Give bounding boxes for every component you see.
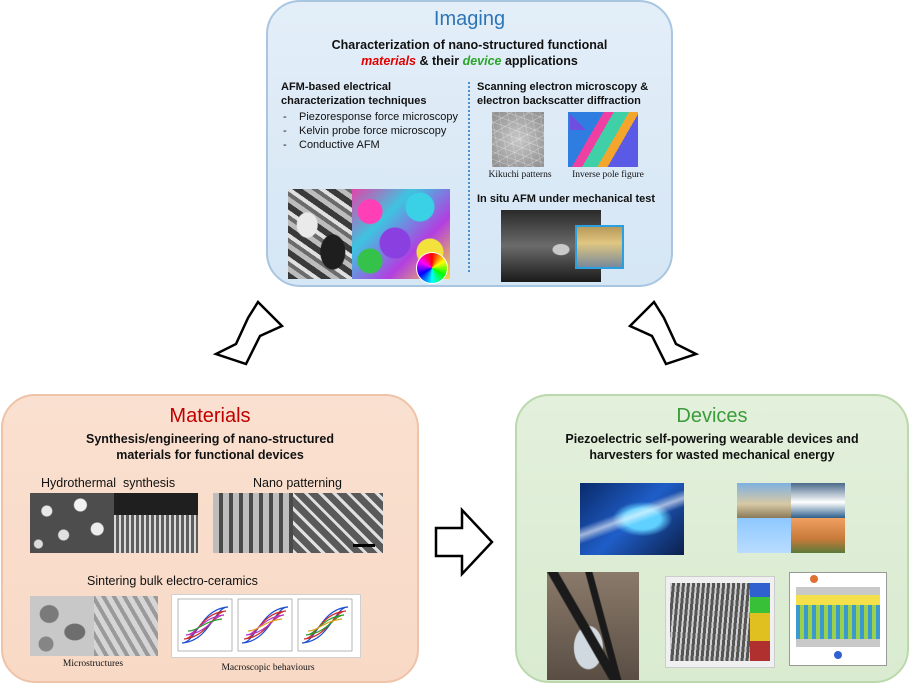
materials-panel: Materials Synthesis/engineering of nano-… — [1, 394, 419, 683]
arrow-right-icon — [434, 506, 494, 578]
color-wheel-legend-icon — [416, 252, 448, 284]
insitu-afm-heading: In situ AFM under mechanical test — [477, 193, 656, 205]
subtitle-applications: applications — [501, 54, 578, 68]
energy-sources-collage-image — [737, 483, 845, 553]
devices-panel: Devices Piezoelectric self-powering wear… — [515, 394, 909, 683]
sem-ebsd-heading: Scanning electron microscopy & electron … — [477, 81, 649, 107]
materials-word: materials — [361, 54, 417, 68]
afm-item-pfm: Piezoresponse force microscopy — [281, 110, 466, 124]
afm-item-kpfm: Kelvin probe force microscopy — [281, 124, 466, 138]
device-structure-schematic-image — [789, 572, 887, 666]
microstructure-image-1 — [30, 596, 94, 656]
hysteresis-loops-svg — [177, 598, 353, 652]
afm-heading: AFM-based electrical characterization te… — [281, 81, 427, 107]
macroscopic-behaviours-caption: Macroscopic behaviours — [221, 663, 315, 673]
arrow-down-left-icon — [212, 300, 285, 366]
imaging-panel: Imaging Characterization of nano-structu… — [266, 0, 673, 287]
imaging-subtitle-line1: Characterization of nano-structured func… — [331, 38, 608, 52]
imaging-title: Imaging — [433, 8, 506, 30]
insitu-afm-inset-image — [575, 225, 624, 269]
nano-patterning-label: Nano patterning — [253, 476, 342, 490]
afm-item-cafm: Conductive AFM — [281, 138, 466, 152]
nano-patterning-pillars-image — [213, 493, 293, 553]
nanowire-sem-crosssection-image — [665, 576, 775, 668]
arrow-down-right-icon — [627, 300, 700, 366]
nano-patterning-pyramids-image — [293, 493, 383, 553]
ipf-caption: Inverse pole figure — [572, 170, 644, 180]
flexible-device-photo-image — [547, 572, 639, 680]
hydrothermal-label: Hydrothermal synthesis — [41, 476, 176, 490]
materials-subtitle-line2: materials for functional devices — [116, 448, 304, 462]
microstructure-image-2 — [94, 596, 158, 656]
column-divider — [468, 82, 470, 272]
kikuchi-caption: Kikuchi patterns — [488, 170, 552, 180]
device-word: device — [462, 54, 502, 68]
afm-technique-list: Piezoresponse force microscopy Kelvin pr… — [281, 110, 466, 152]
imaging-subtitle-line2: materials & their device applications — [268, 53, 671, 69]
subtitle-and-their: & their — [416, 54, 463, 68]
devices-subtitle-line1: Piezoelectric self-powering wearable dev… — [565, 432, 859, 446]
hysteresis-loops-image — [171, 594, 361, 658]
materials-title: Materials — [169, 405, 251, 427]
devices-subtitle-line2: harvesters for wasted mechanical energy — [589, 448, 835, 462]
sintering-label: Sintering bulk electro-ceramics — [87, 574, 258, 588]
hydrothermal-sem-topview-image — [30, 493, 114, 553]
wearable-device-illustration-image — [580, 483, 684, 555]
afm-grayscale-left — [288, 189, 352, 279]
scale-bar — [353, 544, 375, 547]
hydrothermal-sem-crosssection-image — [114, 493, 198, 553]
ipf-triangle-icon — [570, 114, 586, 130]
microstructures-caption: Microstructures — [62, 659, 124, 669]
devices-title: Devices — [676, 405, 748, 427]
kikuchi-pattern-image — [492, 112, 544, 167]
materials-subtitle-line1: Synthesis/engineering of nano-structured — [86, 432, 334, 446]
